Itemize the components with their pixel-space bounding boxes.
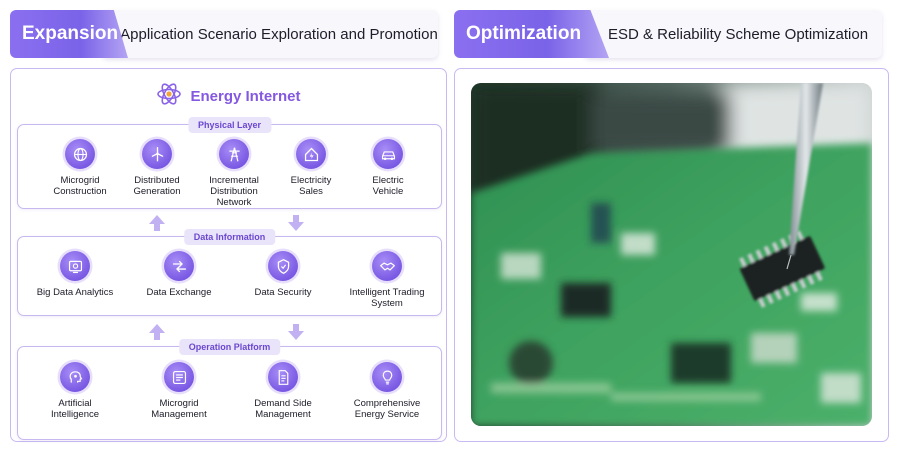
shield-icon — [268, 251, 298, 281]
optimization-header: ESD & Reliability Scheme Optimization Op… — [454, 10, 882, 58]
data-information-layer: Data Information Big Data Analytics Data… — [17, 229, 442, 316]
expansion-badge: Expansion — [10, 10, 128, 58]
management-icon — [164, 362, 194, 392]
arrow-up-icon — [149, 324, 165, 340]
handshake-icon — [372, 251, 402, 281]
comprehensive-energy-service-item: Comprehensive Energy Service — [339, 362, 435, 420]
arrow-down-icon — [288, 215, 304, 231]
circuit-board-photo-illustration — [471, 83, 872, 426]
physical-layer: Physical Layer Microgrid Construction Di… — [17, 117, 442, 209]
big-data-analytics-item: Big Data Analytics — [27, 251, 123, 298]
demand-side-management-item: Demand Side Management — [235, 362, 331, 420]
operation-platform-layer: Operation Platform Artificial Intelligen… — [17, 339, 442, 440]
intelligent-trading-system-item: Intelligent Trading System — [339, 251, 435, 309]
distributed-generation-item: Distributed Generation — [109, 139, 205, 197]
exchange-icon — [164, 251, 194, 281]
analytics-icon — [60, 251, 90, 281]
item-label: Data Security — [254, 287, 312, 298]
operation-platform-label: Operation Platform — [178, 339, 281, 355]
item-label: Comprehensive Energy Service — [353, 398, 421, 420]
microgrid-management-item: Microgrid Management — [131, 362, 227, 420]
expansion-header: Application Scenario Exploration and Pro… — [10, 10, 438, 58]
item-label: Distributed Generation — [133, 175, 181, 197]
item-label: Incremental Distribution Network — [209, 175, 259, 208]
energy-internet-heading: Energy Internet — [11, 81, 446, 112]
item-label: Electricity Sales — [290, 175, 332, 197]
optimization-description: ESD & Reliability Scheme Optimization — [584, 10, 882, 58]
artificial-intelligence-item: Artificial Intelligence — [27, 362, 123, 420]
data-exchange-item: Data Exchange — [131, 251, 227, 298]
physical-layer-label: Physical Layer — [187, 117, 272, 133]
arrow-down-icon — [288, 324, 304, 340]
microgrid-construction-item: Microgrid Construction — [32, 139, 128, 197]
energy-internet-title: Energy Internet — [190, 88, 301, 105]
item-label: Microgrid Management — [151, 398, 207, 420]
item-label: Demand Side Management — [254, 398, 312, 420]
data-security-item: Data Security — [235, 251, 331, 298]
electricity-sales-item: Electricity Sales — [263, 139, 359, 197]
item-label: Microgrid Construction — [53, 175, 107, 197]
document-icon — [268, 362, 298, 392]
item-label: Big Data Analytics — [36, 287, 114, 298]
incremental-distribution-network-item: Incremental Distribution Network — [186, 139, 282, 208]
item-label: Intelligent Trading System — [349, 287, 425, 309]
circuit-board-photo — [471, 83, 872, 426]
ai-head-icon — [60, 362, 90, 392]
atom-icon — [156, 81, 182, 112]
house-energy-icon — [296, 139, 326, 169]
optimization-badge: Optimization — [454, 10, 609, 58]
electric-car-icon — [373, 139, 403, 169]
item-label: Electric Vehicle — [372, 175, 404, 197]
item-label: Artificial Intelligence — [50, 398, 100, 420]
data-information-label: Data Information — [183, 229, 276, 245]
lightbulb-icon — [372, 362, 402, 392]
energy-internet-panel: Energy Internet Physical Layer Microgrid… — [10, 68, 447, 442]
power-tower-icon — [219, 139, 249, 169]
wind-turbine-icon — [142, 139, 172, 169]
expansion-description: Application Scenario Exploration and Pro… — [102, 10, 438, 58]
esd-photo-panel — [454, 68, 889, 442]
electric-vehicle-item: Electric Vehicle — [340, 139, 436, 197]
item-label: Data Exchange — [146, 287, 212, 298]
arrow-up-icon — [149, 215, 165, 231]
globe-icon — [65, 139, 95, 169]
